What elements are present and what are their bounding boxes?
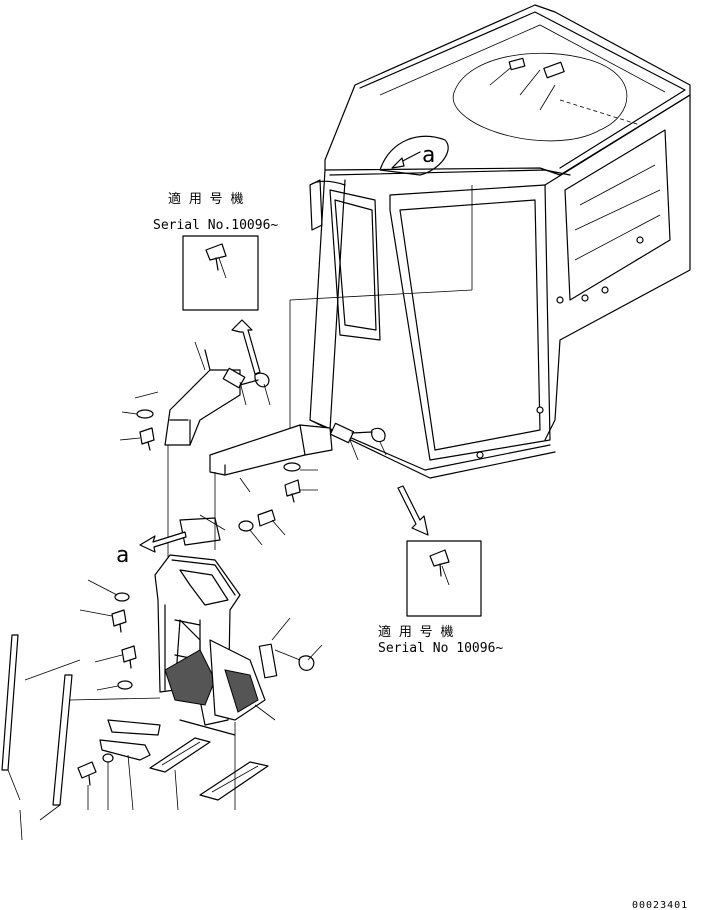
- serial-callout-upper: 適 用 号 機 Serial No.10096~: [153, 191, 278, 311]
- bolt-icon: [205, 243, 227, 271]
- arrow-left-icon: [139, 531, 187, 553]
- step-plates: [77, 719, 269, 811]
- cab-view-marker: a: [422, 143, 435, 168]
- callout-upper-jp: 適 用 号 機: [168, 191, 243, 207]
- cab-frame: a: [309, 4, 691, 479]
- handrail-bar: [1, 634, 161, 841]
- callout-lower-serial: Serial No 10096~: [378, 641, 503, 656]
- handrail-brackets: [164, 341, 387, 493]
- step-assembly: [154, 554, 266, 736]
- bracket-hardware: [119, 391, 318, 546]
- drawing-number: 00023401: [632, 900, 688, 910]
- step-view-marker: a: [116, 543, 129, 568]
- down-arrow-icon: [397, 485, 429, 536]
- bolt-icon: [429, 549, 450, 577]
- up-arrow-icon: [231, 319, 261, 375]
- step-hardware: [79, 579, 323, 721]
- callout-upper-serial: Serial No.10096~: [153, 218, 278, 233]
- serial-callout-lower: 適 用 号 機 Serial No 10096~: [378, 540, 503, 656]
- callout-lower-jp: 適 用 号 機: [378, 624, 453, 640]
